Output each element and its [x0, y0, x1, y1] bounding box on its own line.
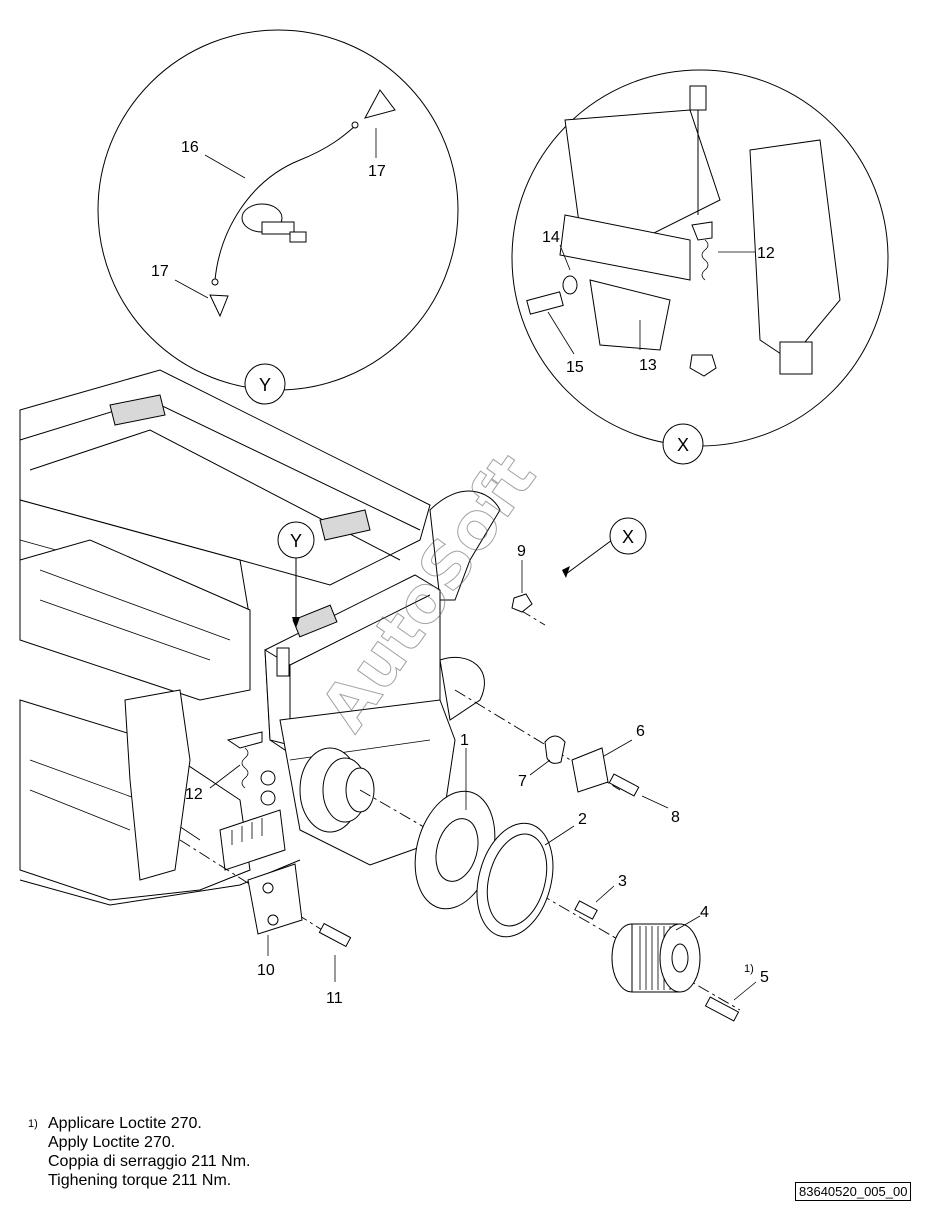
callout-12-main: 12: [185, 786, 203, 803]
pulley: [611, 923, 701, 993]
detail-bubbles: Y X Y X: [244, 363, 704, 559]
leader-lines: [174, 128, 757, 1001]
callout-11: 11: [326, 990, 343, 1007]
y-pointer-label: Y: [290, 531, 302, 551]
callout-5: 5: [760, 969, 769, 986]
note-line: Apply Loctite 270.: [48, 1134, 176, 1151]
callout-14: 14: [542, 229, 560, 246]
y-circle-label: Y: [259, 375, 271, 395]
callout-9: 9: [517, 543, 526, 560]
note-line: Tighening torque 211 Nm.: [48, 1172, 232, 1189]
main-assembly: [19, 369, 501, 906]
x-pointer-label: X: [622, 527, 634, 547]
exploded-parts: [179, 593, 741, 1022]
footnote-marker-5: 1): [744, 963, 754, 975]
callout-numbers: 1 2 3 4 1) 5 6 7 8 9 10 11 12 12 13 14 1…: [151, 139, 775, 1007]
callout-13: 13: [639, 357, 657, 374]
callout-12-detail: 12: [757, 245, 775, 262]
callout-4: 4: [700, 904, 709, 921]
callout-16: 16: [181, 139, 199, 156]
detail-x: [511, 69, 889, 447]
callout-15: 15: [566, 359, 584, 376]
callout-8: 8: [671, 809, 680, 826]
assembly-notes: 1) Applicare Loctite 270. Apply Loctite …: [28, 1114, 250, 1190]
callout-17-top: 17: [368, 163, 386, 180]
notes-footnote-marker: 1): [28, 1118, 38, 1130]
callout-7: 7: [518, 773, 527, 790]
note-line: Coppia di serraggio 211 Nm.: [48, 1153, 251, 1170]
drawing-reference-code: 83640520_005_00: [795, 1182, 912, 1201]
callout-10: 10: [257, 962, 275, 979]
callout-17-bottom: 17: [151, 263, 169, 280]
callout-3: 3: [618, 873, 627, 890]
callout-6: 6: [636, 723, 645, 740]
callout-1: 1: [460, 732, 469, 749]
x-circle-label: X: [677, 435, 689, 455]
callout-2: 2: [578, 811, 587, 828]
note-line: Applicare Loctite 270.: [48, 1115, 202, 1132]
detail-y: [97, 29, 459, 391]
